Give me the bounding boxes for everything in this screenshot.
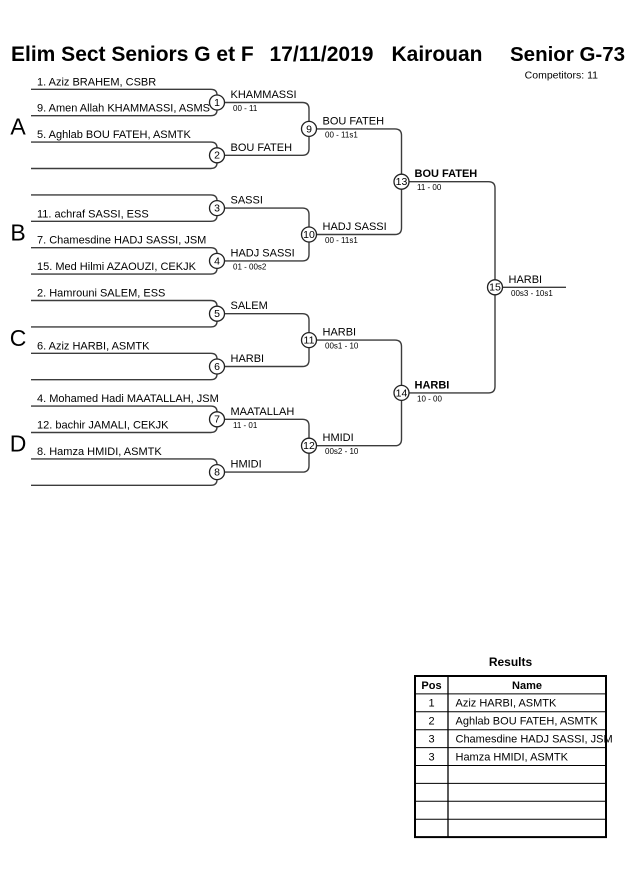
svg-text:Aziz HARBI, ASMTK: Aziz HARBI, ASMTK [456, 698, 558, 710]
svg-text:00s1 - 10: 00s1 - 10 [325, 342, 359, 351]
svg-text:HMIDI: HMIDI [323, 432, 354, 444]
svg-text:2: 2 [428, 716, 434, 728]
svg-text:Name: Name [512, 680, 542, 692]
svg-text:Results: Results [489, 655, 533, 669]
svg-text:Aghlab BOU FATEH, ASMTK: Aghlab BOU FATEH, ASMTK [456, 716, 599, 728]
svg-text:9: 9 [306, 123, 312, 135]
svg-text:A: A [10, 114, 26, 140]
svg-text:Kairouan: Kairouan [392, 43, 483, 66]
svg-text:BOU FATEH: BOU FATEH [231, 142, 293, 154]
svg-text:10: 10 [303, 229, 315, 241]
svg-text:12: 12 [303, 440, 315, 452]
svg-text:8: 8 [214, 467, 220, 479]
svg-text:Competitors: 11: Competitors: 11 [525, 70, 598, 82]
svg-text:1. Aziz BRAHEM, CSBR: 1. Aziz BRAHEM, CSBR [37, 76, 156, 88]
svg-text:4: 4 [214, 255, 220, 267]
svg-text:MAATALLAH: MAATALLAH [231, 406, 295, 418]
svg-text:Hamza HMIDI, ASMTK: Hamza HMIDI, ASMTK [456, 751, 569, 763]
svg-text:00 - 11s1: 00 - 11s1 [325, 236, 358, 245]
svg-text:C: C [10, 325, 27, 351]
svg-text:00s3 - 10s1: 00s3 - 10s1 [511, 289, 553, 298]
svg-text:8. Hamza HMIDI, ASMTK: 8. Hamza HMIDI, ASMTK [37, 446, 162, 458]
svg-text:1: 1 [428, 698, 434, 710]
svg-text:4. Mohamed Hadi MAATALLAH, JSM: 4. Mohamed Hadi MAATALLAH, JSM [37, 393, 219, 405]
svg-text:3: 3 [214, 203, 220, 215]
svg-text:Senior G-73: Senior G-73 [510, 43, 625, 66]
svg-text:00 - 11s1: 00 - 11s1 [325, 130, 358, 139]
svg-text:2. Hamrouni SALEM, ESS: 2. Hamrouni SALEM, ESS [37, 288, 165, 300]
svg-text:2: 2 [214, 150, 220, 162]
svg-text:12. bachir JAMALI, CEKJK: 12. bachir JAMALI, CEKJK [37, 420, 169, 432]
svg-text:Pos: Pos [421, 680, 441, 692]
svg-text:HMIDI: HMIDI [231, 459, 262, 471]
svg-text:11: 11 [304, 335, 315, 347]
svg-text:SALEM: SALEM [231, 300, 268, 312]
svg-text:17/11/2019: 17/11/2019 [270, 43, 374, 66]
svg-text:7. Chamesdine HADJ SASSI, JSM: 7. Chamesdine HADJ SASSI, JSM [37, 235, 206, 247]
svg-text:Elim Sect Seniors G et F: Elim Sect Seniors G et F [11, 43, 254, 66]
svg-text:HARBI: HARBI [509, 274, 543, 286]
svg-text:3: 3 [428, 751, 434, 763]
svg-text:KHAMMASSI: KHAMMASSI [231, 89, 297, 101]
svg-text:HADJ SASSI: HADJ SASSI [231, 247, 295, 259]
svg-text:00 - 11: 00 - 11 [233, 104, 258, 113]
svg-text:9. Amen Allah KHAMMASSI, ASMS: 9. Amen Allah KHAMMASSI, ASMS [37, 103, 210, 115]
svg-text:10 - 00: 10 - 00 [417, 394, 442, 403]
svg-text:HARBI: HARBI [231, 353, 265, 365]
svg-text:11. achraf SASSI, ESS: 11. achraf SASSI, ESS [37, 208, 149, 220]
svg-text:5: 5 [214, 308, 220, 320]
svg-text:1: 1 [214, 97, 220, 109]
svg-text:HARBI: HARBI [415, 379, 450, 391]
svg-text:Chamesdine HADJ SASSI, JSM: Chamesdine HADJ SASSI, JSM [456, 733, 613, 745]
svg-text:BOU FATEH: BOU FATEH [415, 168, 478, 180]
svg-text:5. Aghlab BOU FATEH, ASMTK: 5. Aghlab BOU FATEH, ASMTK [37, 129, 192, 141]
svg-text:01 - 00s2: 01 - 00s2 [233, 262, 267, 271]
svg-text:D: D [10, 431, 27, 457]
svg-text:6: 6 [214, 361, 220, 373]
svg-text:15: 15 [489, 282, 501, 294]
svg-text:00s2 - 10: 00s2 - 10 [325, 447, 359, 456]
svg-text:3: 3 [428, 733, 434, 745]
svg-text:11 - 01: 11 - 01 [233, 421, 258, 430]
svg-text:13: 13 [396, 176, 408, 188]
svg-text:7: 7 [214, 414, 220, 426]
svg-text:HARBI: HARBI [323, 327, 357, 339]
svg-text:6. Aziz HARBI, ASMTK: 6. Aziz HARBI, ASMTK [37, 340, 150, 352]
svg-text:BOU FATEH: BOU FATEH [323, 115, 385, 127]
svg-text:11 - 00: 11 - 00 [417, 183, 442, 192]
svg-text:14: 14 [396, 387, 408, 399]
svg-text:15. Med Hilmi AZAOUZI, CEKJK: 15. Med Hilmi AZAOUZI, CEKJK [37, 261, 197, 273]
svg-text:SASSI: SASSI [231, 195, 263, 207]
svg-text:HADJ SASSI: HADJ SASSI [323, 221, 387, 233]
svg-text:B: B [10, 219, 25, 245]
